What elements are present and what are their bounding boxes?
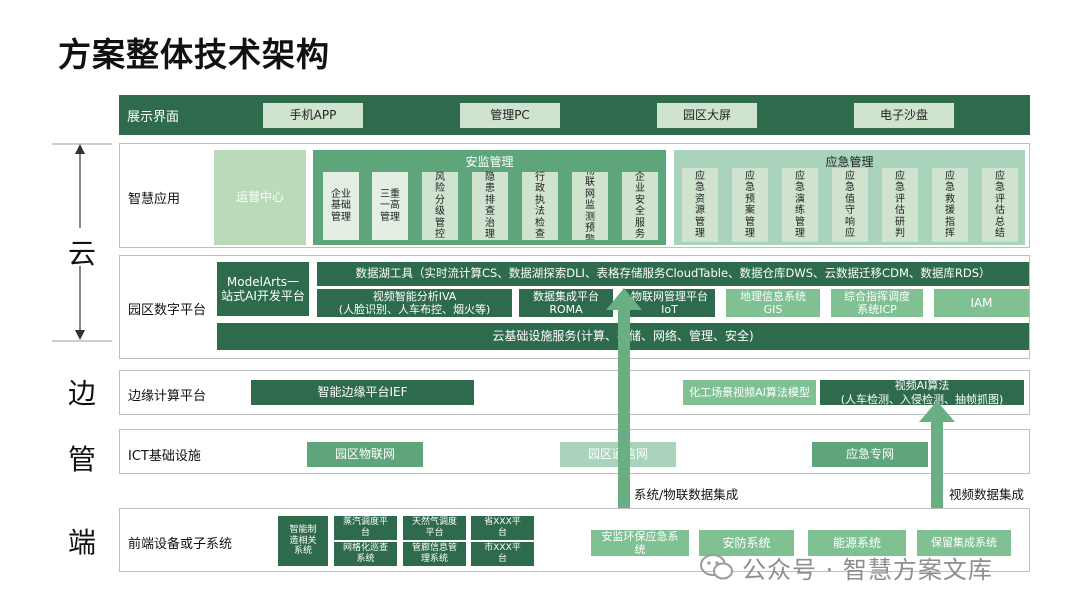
right-up-arrow-shaft — [931, 420, 943, 508]
emergency-group: 应急管理 应急资源管理 应急预案管理 应急演练管理 应急值守响应 应急评估研判 … — [674, 150, 1025, 245]
frontend-item-security: 安防系统 — [699, 530, 794, 556]
iam-box: IAM — [934, 289, 1029, 317]
edge-row-label: 边缘计算平台 — [128, 389, 207, 404]
frontend-item-safety-env: 安监环保应急系统 — [591, 530, 689, 556]
display-row: 展示界面 手机APP 管理PC 园区大屏 电子沙盘 — [119, 95, 1030, 135]
edge-row: 边缘计算平台 智能边缘平台IEF 化工场景视频AI算法模型 视频AI算法 (人车… — [119, 370, 1030, 415]
display-row-label: 展示界面 — [127, 110, 180, 125]
watermark-text: 公众号 · 智慧方案文库 — [742, 555, 993, 584]
frontend-item-retained: 保留集成系统 — [917, 530, 1011, 556]
emergency-group-title: 应急管理 — [825, 155, 874, 169]
digital-platform-row-label: 园区数字平台 — [128, 303, 207, 318]
ief-box: 智能边缘平台IEF — [251, 380, 474, 405]
safety-item-hazard-check: 隐患排查治理 — [472, 172, 508, 240]
ict-row: ICT基础设施 园区物联网 园区通信网 应急专网 — [119, 429, 1030, 474]
icp-box: 综合指挥调度系统ICP — [831, 289, 923, 317]
safety-item-enterprise-service: 企业安全服务 — [622, 172, 658, 240]
display-item-mobile-app: 手机APP — [263, 103, 363, 128]
emergency-item-duty: 应急值守响应 — [832, 168, 868, 242]
chem-video-ai-box: 化工场景视频AI算法模型 — [683, 380, 816, 405]
frontend-row-label: 前端设备或子系统 — [128, 537, 233, 552]
frontend-small-steam: 蒸汽调度平台 — [334, 516, 397, 540]
tier-end-label: 端 — [67, 526, 96, 559]
digital-platform-row: 园区数字平台 ModelArts一站式AI开发平台 数据湖工具（实时流计算CS、… — [119, 255, 1030, 359]
safety-group-title: 安监管理 — [465, 155, 514, 169]
video-ai-box: 视频AI算法 (人车检测、入侵检测、抽帧抓图) — [820, 379, 1024, 406]
left-up-arrow-shaft — [618, 308, 630, 508]
emergency-item-plan: 应急预案管理 — [732, 168, 768, 242]
safety-item-iot-warning: 物联网监测预警 — [572, 172, 608, 240]
wechat-icon — [700, 554, 733, 580]
frontend-small-gas: 天然气调度平台 — [403, 516, 466, 540]
emergency-item-summary: 应急评估总结 — [982, 168, 1018, 242]
left-up-arrow-icon — [606, 288, 642, 310]
ict-item-iot-network: 园区物联网 — [307, 442, 423, 467]
emergency-item-resources: 应急资源管理 — [682, 168, 718, 242]
watermark: 公众号 · 智慧方案文库 — [700, 550, 1060, 584]
tier-pipe-label: 管 — [67, 443, 96, 476]
iot-box: 物联网管理平台IoT — [624, 289, 715, 317]
modelarts-box: ModelArts一站式AI开发平台 — [217, 262, 309, 316]
frontend-item-energy: 能源系统 — [808, 530, 906, 556]
gis-box: 地理信息系统GIS — [726, 289, 820, 317]
ict-row-label: ICT基础设施 — [128, 449, 201, 464]
safety-item-risk-control: 风险分级管控 — [422, 172, 458, 240]
frontend-small-city: 市XXX平台 — [471, 542, 534, 566]
emergency-item-rescue: 应急救援指挥 — [932, 168, 968, 242]
ops-center-box: 运营中心 — [214, 150, 306, 245]
right-arrow-label: 视频数据集成 — [949, 487, 1025, 502]
display-item-big-screen: 园区大屏 — [657, 103, 757, 128]
tier-edge-label: 边 — [67, 377, 96, 410]
emergency-item-assessment: 应急评估研判 — [882, 168, 918, 242]
ict-item-emergency-network: 应急专网 — [812, 442, 928, 467]
tier-cloud-label: 云 — [67, 237, 96, 270]
smart-app-row: 智慧应用 运营中心 安监管理 企业基础管理 三重一高管理 风险分级管控 隐患排查… — [119, 143, 1030, 248]
display-item-sandbox: 电子沙盘 — [854, 103, 954, 128]
frontend-small-provincial: 省XXX平台 — [471, 516, 534, 540]
roma-box: 数据集成平台ROMA — [519, 289, 613, 317]
smart-app-row-label: 智慧应用 — [128, 192, 181, 207]
display-item-pc: 管理PC — [460, 103, 560, 128]
left-arrow-label: 系统/物联数据集成 — [634, 487, 739, 502]
cloud-bracket-icon — [52, 143, 112, 342]
safety-group: 安监管理 企业基础管理 三重一高管理 风险分级管控 隐患排查治理 行政执法检查 … — [313, 150, 666, 245]
iva-box: 视频智能分析IVA (人脸识别、人车布控、烟火等) — [317, 289, 512, 317]
emergency-item-drill: 应急演练管理 — [782, 168, 818, 242]
page-title: 方案整体技术架构 — [58, 35, 330, 74]
safety-item-three-major: 三重一高管理 — [372, 172, 408, 240]
frontend-small-manufacturing: 智能制造相关系统 — [278, 516, 328, 566]
frontend-small-pipe: 管廊信息管理系统 — [403, 542, 466, 566]
frontend-small-grid: 网格化巡查系统 — [334, 542, 397, 566]
safety-item-enterprise-basic: 企业基础管理 — [323, 172, 359, 240]
safety-item-law-enforcement: 行政执法检查 — [522, 172, 558, 240]
frontend-row: 前端设备或子系统 智能制造相关系统 蒸汽调度平台 天然气调度平台 省XXX平台 … — [119, 508, 1030, 572]
right-up-arrow-icon — [919, 401, 955, 422]
data-lake-box: 数据湖工具（实时流计算CS、数据湖探索DLI、表格存储服务CloudTable、… — [317, 262, 1029, 286]
